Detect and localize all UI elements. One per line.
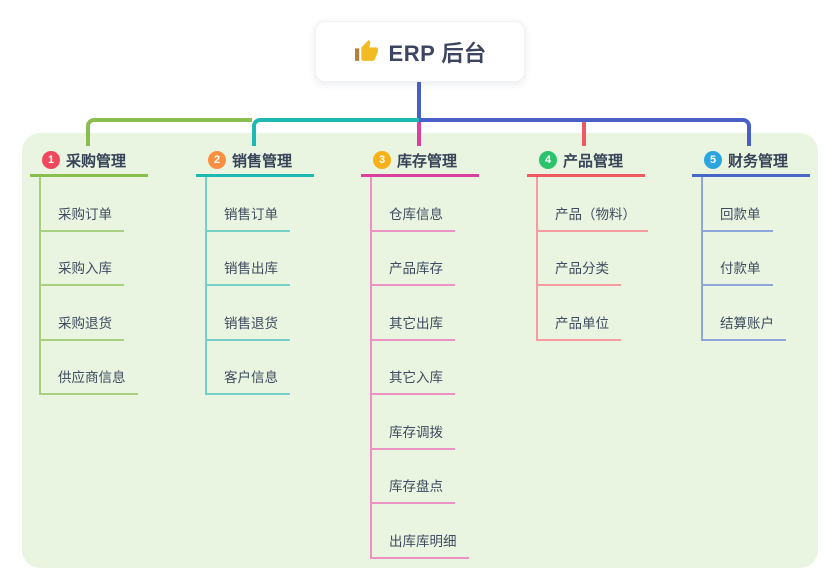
branches-panel: [22, 133, 818, 568]
subnode-row: 回款单: [701, 177, 786, 232]
subnode-row: 产品单位: [536, 286, 648, 341]
branch-spine: [39, 177, 41, 395]
subnode-label[interactable]: 仓库信息: [370, 203, 455, 232]
branch-label: 采购管理: [66, 152, 127, 170]
branch-number-badge: 2: [208, 151, 226, 169]
branch-label: 财务管理: [728, 152, 789, 170]
subnode-row: 产品分类: [536, 232, 648, 286]
subnode-label[interactable]: 产品（物料）: [536, 203, 648, 232]
branch-header-5[interactable]: 5 财务管理: [692, 146, 810, 177]
subnode-row: 仓库信息: [370, 177, 469, 232]
subnode-label[interactable]: 回款单: [701, 203, 773, 232]
subnode-row: 销售订单: [205, 177, 290, 232]
subnode-row: 库存调拨: [370, 395, 469, 450]
subnode-label[interactable]: 产品库存: [370, 257, 455, 286]
subnode-row: 库存盘点: [370, 450, 469, 504]
subnode-label[interactable]: 采购退货: [39, 312, 124, 341]
branch-number-badge: 4: [539, 151, 557, 169]
branch-label: 产品管理: [563, 152, 624, 170]
branch-header-2[interactable]: 2 销售管理: [196, 146, 314, 177]
subnode-label[interactable]: 客户信息: [205, 366, 290, 395]
subnode-row: 客户信息: [205, 341, 290, 395]
subnode-row: 供应商信息: [39, 341, 138, 395]
branch-column-5: 5 财务管理回款单付款单结算账户: [692, 146, 839, 341]
subnode-label[interactable]: 销售退货: [205, 312, 290, 341]
subnode-label[interactable]: 付款单: [701, 257, 773, 286]
subnode-row: 其它出库: [370, 286, 469, 341]
subnode-label[interactable]: 产品单位: [536, 312, 621, 341]
subnode-row: 产品（物料）: [536, 177, 648, 232]
subnode-row: 销售退货: [205, 286, 290, 341]
subnode-label[interactable]: 采购入库: [39, 257, 124, 286]
root-title: ERP 后台: [388, 40, 487, 66]
branch-items: 仓库信息产品库存其它出库其它入库库存调拨库存盘点出库库明细: [370, 177, 469, 559]
branch-label: 库存管理: [397, 152, 458, 170]
subnode-label[interactable]: 库存盘点: [370, 475, 455, 504]
branch-column-2: 2 销售管理销售订单销售出库销售退货客户信息: [196, 146, 366, 395]
subnode-row: 付款单: [701, 232, 786, 286]
subnode-label[interactable]: 其它入库: [370, 366, 455, 395]
connector-branch-5: [419, 118, 751, 146]
connector-branch-1: [86, 118, 252, 146]
subnode-label[interactable]: 销售出库: [205, 257, 290, 286]
connector-branch-2: [252, 118, 419, 146]
branch-label: 销售管理: [232, 152, 293, 170]
thumbs-up-icon: [354, 40, 378, 61]
subnode-label[interactable]: 产品分类: [536, 257, 621, 286]
connector-branch-4-drop: [582, 122, 586, 146]
subnode-row: 出库库明细: [370, 504, 469, 559]
subnode-label[interactable]: 库存调拨: [370, 421, 455, 450]
subnode-row: 采购退货: [39, 286, 138, 341]
subnode-row: 结算账户: [701, 286, 786, 341]
subnode-label[interactable]: 供应商信息: [39, 366, 138, 395]
branch-number-badge: 5: [704, 151, 722, 169]
branch-spine: [370, 177, 372, 559]
branch-header-4[interactable]: 4 产品管理: [527, 146, 645, 177]
root-stem: [417, 82, 421, 122]
subnode-row: 产品库存: [370, 232, 469, 286]
subnode-row: 其它入库: [370, 341, 469, 395]
branch-header-1[interactable]: 1 采购管理: [30, 146, 148, 177]
branch-column-1: 1 采购管理采购订单采购入库采购退货供应商信息: [30, 146, 200, 395]
subnode-row: 销售出库: [205, 232, 290, 286]
root-node[interactable]: ERP 后台: [315, 21, 525, 82]
subnode-row: 采购订单: [39, 177, 138, 232]
subnode-label[interactable]: 其它出库: [370, 312, 455, 341]
connector-branch-3-drop: [417, 122, 421, 146]
subnode-label[interactable]: 出库库明细: [370, 530, 469, 559]
subnode-label[interactable]: 结算账户: [701, 312, 786, 341]
branch-spine: [205, 177, 207, 395]
branch-items: 产品（物料） 产品分类产品单位: [536, 177, 648, 341]
branch-column-3: 3 库存管理仓库信息产品库存其它出库其它入库库存调拨库存盘点出库库明细: [361, 146, 531, 559]
subnode-row: 采购入库: [39, 232, 138, 286]
branch-header-3[interactable]: 3 库存管理: [361, 146, 479, 177]
branch-column-4: 4 产品管理产品（物料） 产品分类产品单位: [527, 146, 697, 341]
subnode-label[interactable]: 销售订单: [205, 203, 290, 232]
branch-number-badge: 1: [42, 151, 60, 169]
branch-spine: [701, 177, 703, 341]
branch-items: 采购订单采购入库采购退货供应商信息: [39, 177, 138, 395]
branch-items: 回款单付款单结算账户: [701, 177, 786, 341]
subnode-label[interactable]: 采购订单: [39, 203, 124, 232]
branch-spine: [536, 177, 538, 341]
branch-items: 销售订单销售出库销售退货客户信息: [205, 177, 290, 395]
branch-number-badge: 3: [373, 151, 391, 169]
